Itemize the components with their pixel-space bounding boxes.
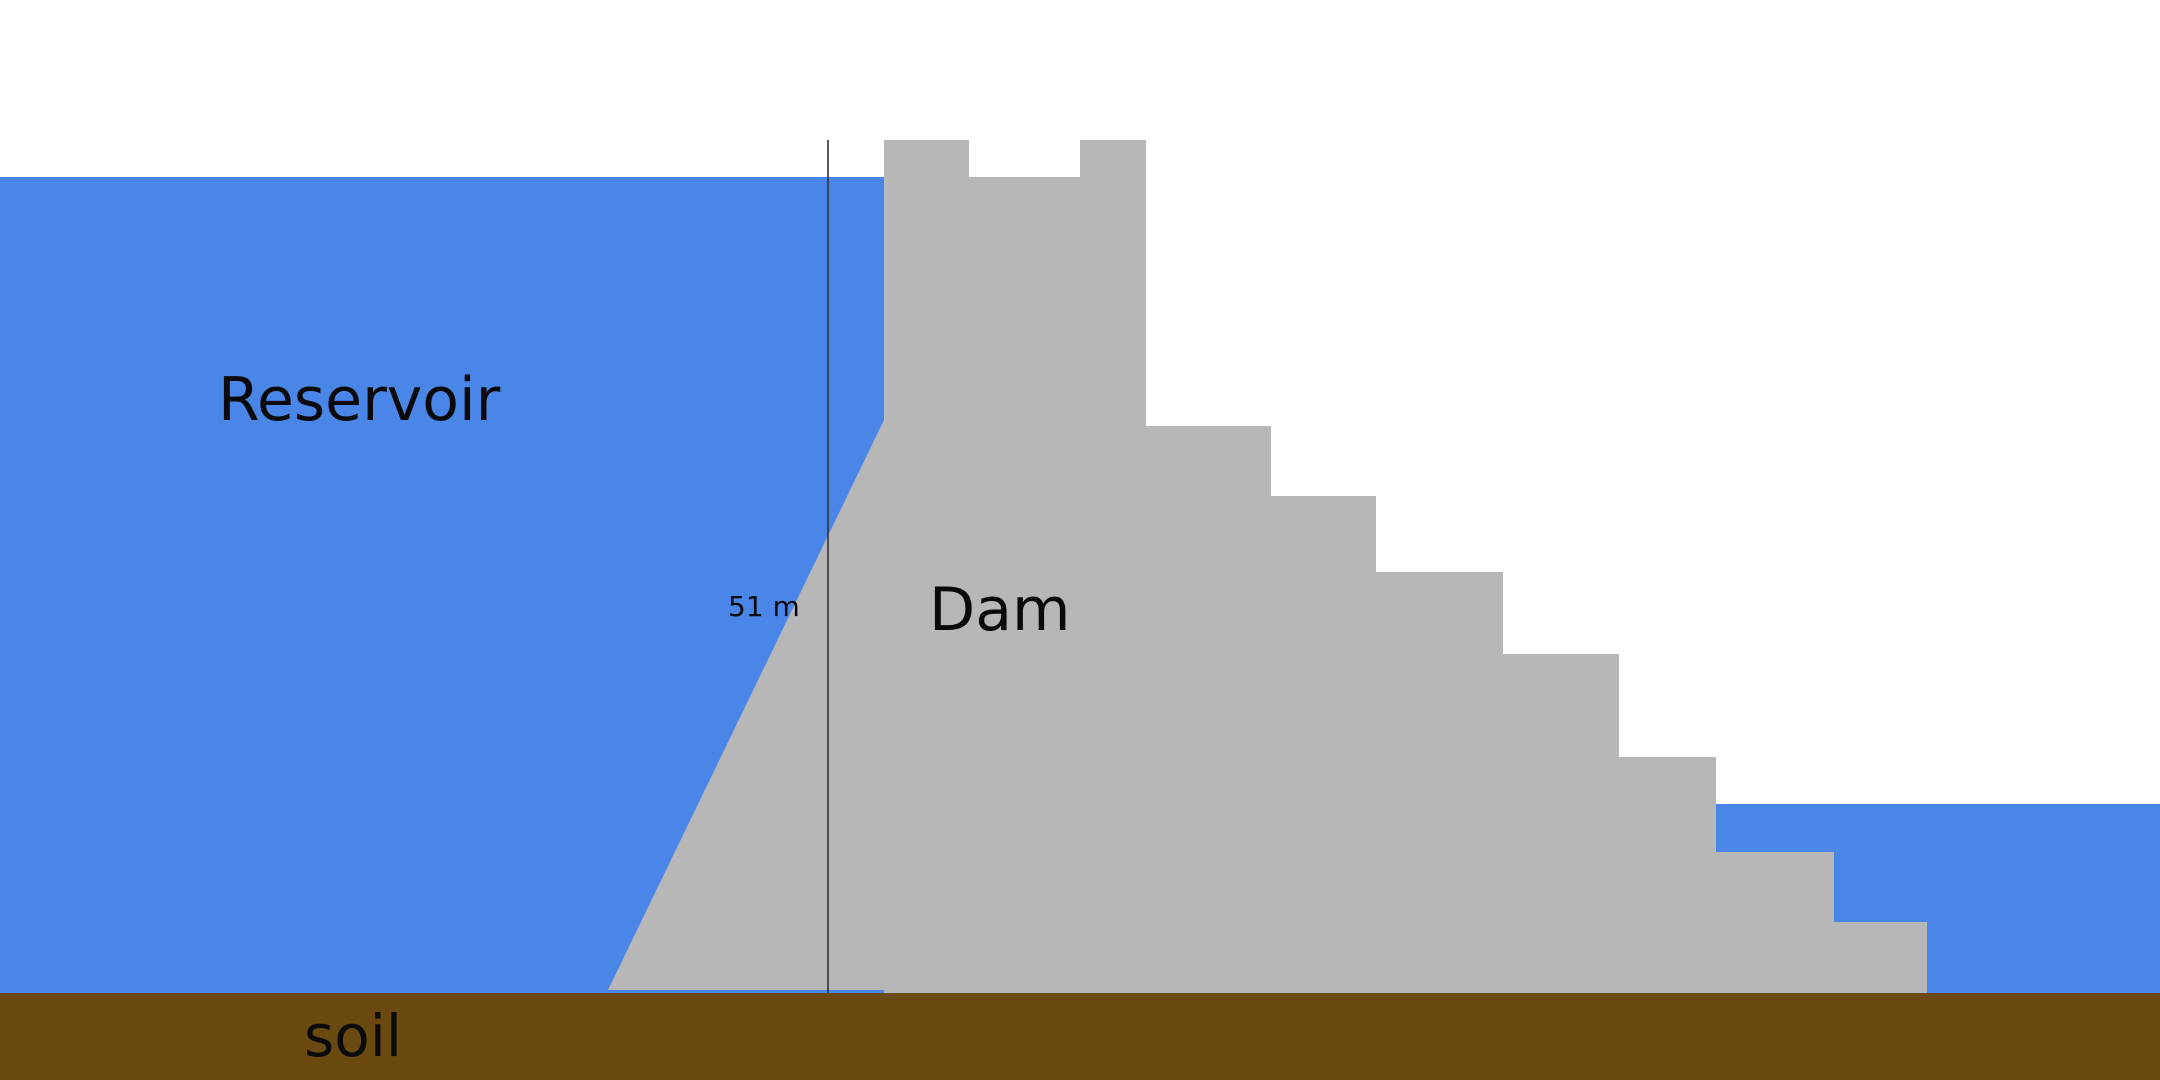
soil-layer	[0, 993, 2160, 1080]
reservoir-label: Reservoir	[218, 365, 501, 435]
soil-label: soil	[304, 1002, 402, 1070]
dam-label: Dam	[929, 575, 1070, 645]
height-label: 51 m	[728, 590, 800, 623]
dam-body	[608, 140, 1927, 993]
